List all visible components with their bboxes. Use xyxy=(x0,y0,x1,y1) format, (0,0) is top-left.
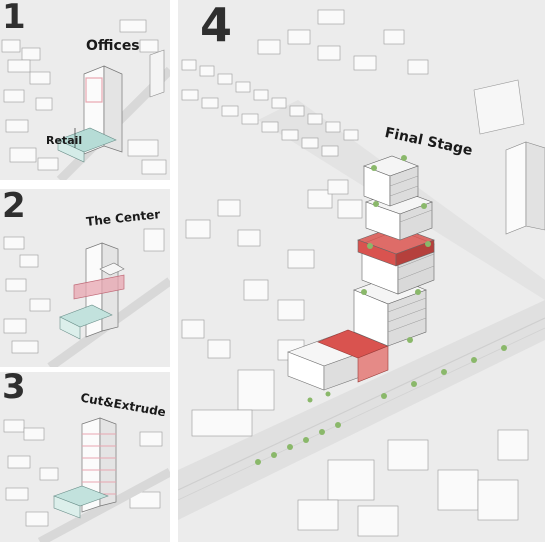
panel-3-cut-extrude: 3 Cut&Extrude xyxy=(0,372,170,542)
offices-label: Offices xyxy=(86,38,140,54)
step-number-4: 4 xyxy=(200,0,233,52)
panel-1-massing: 1 Offices Retail xyxy=(0,0,170,180)
panel-2-drawing xyxy=(3,228,170,367)
panel-2-center: 2 The Center xyxy=(0,189,170,367)
panel-4-final: 4 Final Stage xyxy=(178,0,545,542)
panel-3-drawing xyxy=(3,417,170,542)
step-number-1: 1 xyxy=(2,0,26,37)
panel-4-drawing xyxy=(178,9,545,537)
retail-label: Retail xyxy=(46,134,83,147)
step-number-3: 3 xyxy=(2,372,26,407)
step-number-2: 2 xyxy=(2,189,26,226)
panel-1-drawing xyxy=(1,19,170,180)
